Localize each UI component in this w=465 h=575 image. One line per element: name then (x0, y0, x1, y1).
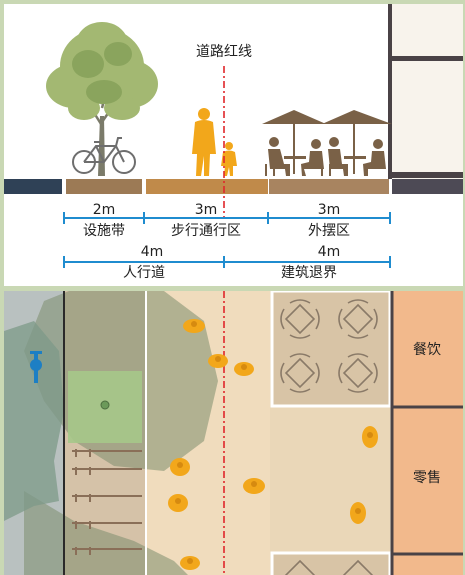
table-area-1 (270, 291, 392, 408)
pedestrian-icon (192, 108, 237, 176)
shop-label-dining: 餐饮 (413, 342, 441, 358)
facility-ground (66, 179, 142, 194)
section-drawing (4, 4, 463, 268)
shop-retail (392, 408, 463, 553)
shop-dining (392, 291, 463, 406)
walkway-ground (146, 179, 268, 194)
bicycle-icon (72, 137, 136, 174)
tree-canopy-left (4, 321, 64, 521)
dimension-line-bottom (63, 256, 391, 268)
tree-trunk-marker (100, 400, 110, 410)
building-ground (392, 179, 463, 194)
plan-drawing (4, 291, 463, 575)
outdoor-zone-label: 外摆区 (308, 223, 350, 239)
umbrella-table-icon (262, 110, 392, 176)
plan-view: 餐饮 零售 (4, 291, 463, 575)
outdoor-zone-width: 3m (317, 202, 341, 218)
walk-zone-width: 3m (194, 202, 218, 218)
shop-label-retail: 零售 (413, 470, 441, 486)
walk-zone-label: 步行通行区 (171, 223, 241, 239)
shop-next (392, 555, 463, 575)
setback-label: 建筑退界 (281, 265, 337, 281)
sidewalk-width: 4m (140, 244, 164, 260)
red-line-label: 道路红线 (196, 44, 252, 60)
bicycle-rack-icon (72, 449, 142, 555)
outdoor-ground (269, 179, 389, 194)
dimension-line-top (63, 212, 391, 224)
facility-zone-label: 设施带 (83, 223, 125, 239)
table-area-2 (270, 551, 392, 575)
building-facade (388, 4, 463, 179)
cross-section-view: 道路红线 2m 3m 3m 设施带 步行通行区 外摆区 4m 4m 人行道 建筑… (4, 4, 463, 286)
cyclist-icon (30, 351, 42, 383)
pedestrian-plan-icon (168, 319, 378, 570)
setback-width: 4m (317, 244, 341, 260)
tree-icon (46, 22, 158, 176)
table-set-icon (280, 299, 378, 575)
road-strip (4, 179, 62, 194)
sidewalk-label: 人行道 (123, 265, 165, 281)
facility-zone-width: 2m (92, 202, 116, 218)
